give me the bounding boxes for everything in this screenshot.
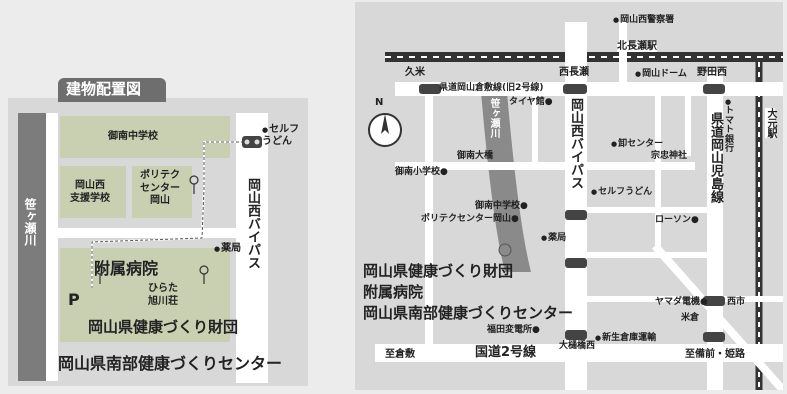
site-plan-panel: 建物配置図 笹ヶ瀬川 御南中学校 岡山西 支援学校 ポリテク センター 岡山 附… xyxy=(8,78,308,386)
oroshi-center-label: 卸センター xyxy=(611,140,663,149)
kokudo2-label: 国道2号線 xyxy=(475,345,537,360)
site-plan-title: 建物配置図 xyxy=(66,80,142,98)
nanbu-center-label: 岡山県南部健康づくりセンター xyxy=(58,354,283,373)
nishiichi-label: 西市 xyxy=(727,297,746,307)
area-map-panel: 北長瀬駅 大元駅 岡山西バイパス 県道岡山児島線 県道岡山倉敷線(旧2号線) 国… xyxy=(355,2,783,390)
sochu-shrine-label: 宗忠神社 xyxy=(651,151,688,161)
kugo-label: 久米 xyxy=(405,67,425,78)
self-udon-label-right: セルフうどん xyxy=(591,188,652,197)
to-kurashiki-label: 至倉敷 xyxy=(385,349,415,360)
kitanagase-station-label: 北長瀬駅 xyxy=(617,41,657,52)
area-map-roads xyxy=(368,22,783,390)
hirata-kyokuzanso-label: ひらた 旭川荘 xyxy=(148,283,178,307)
yamada-label: ヤマダ電機● xyxy=(655,297,708,307)
otoyoko-label: 大樋橋西 xyxy=(559,341,596,351)
sasagase-river-label-right: 笹ヶ瀬川 xyxy=(488,98,499,138)
gonan-ohashi-label: 御南大橋 xyxy=(457,151,494,161)
to-bizen-label: 至備前・姫路 xyxy=(685,349,745,360)
parking-label: P xyxy=(68,290,80,309)
fukuda-substation-label: 福田変電所● xyxy=(487,325,540,335)
yakkyoku-label-right: 薬局 xyxy=(541,234,566,243)
yakkyoku-label-left: 薬局 xyxy=(214,244,241,254)
gonan-elementary-label: 御南小学校● xyxy=(395,167,448,177)
sasagase-river-label: 笹ヶ瀬川 xyxy=(23,198,37,246)
bypass-label-left: 岡山西バイパス xyxy=(245,178,260,269)
polytech-label-right: ポリテクセンター岡山● xyxy=(421,214,519,224)
tomato-bank-label: トマト銀行 xyxy=(725,98,735,155)
self-udon-label-left: セルフ うどん xyxy=(262,124,299,148)
callout-nanbu-center: 岡山県南部健康づくりセンター xyxy=(363,304,574,322)
police-station-label: 岡山西警察署 xyxy=(613,16,674,25)
beikura-label: 米倉 xyxy=(681,313,700,323)
access-route-left xyxy=(91,136,262,288)
kenko-zaidan-label: 岡山県健康づくり財団 xyxy=(88,318,239,336)
shinsei-soko-label: 新生倉庫運輸 xyxy=(595,334,656,343)
site-plan-title-badge: 建物配置図 xyxy=(58,78,166,102)
callout-fuzoku: 附属病院 xyxy=(363,283,424,301)
okayama-nishi-support-school: 岡山西 支援学校 xyxy=(60,166,126,218)
gonan-middle-school: 御南中学校 xyxy=(60,116,230,158)
fuzoku-hospital-label: 附属病院 xyxy=(94,259,159,278)
bypass-label-right: 岡山西バイパス xyxy=(568,98,583,189)
daigan-station-label: 大元駅 xyxy=(765,108,776,138)
sasagase-river xyxy=(18,113,46,381)
nodanishi-label: 野田西 xyxy=(697,67,727,78)
tire-shop-label: タイヤ館● xyxy=(509,97,553,107)
kendo-kojima-label: 県道岡山児島線 xyxy=(708,112,723,203)
compass-north-label: N xyxy=(375,97,384,108)
lawson-label: ローソン● xyxy=(655,215,699,225)
callout-kenko-zaidan: 岡山県健康づくり財団 xyxy=(363,262,514,280)
gonan-middle-label-right: 御南中学校● xyxy=(475,201,528,211)
okayama-dome-label: 岡山ドーム xyxy=(635,70,687,79)
fuzoku-hospital-block xyxy=(60,248,230,342)
nishinagase-label: 西長瀬 xyxy=(559,67,589,78)
kendo-kurashiki-label: 県道岡山倉敷線(旧2号線) xyxy=(439,83,544,93)
polytech-center-okayama: ポリテク センター 岡山 xyxy=(132,166,192,218)
